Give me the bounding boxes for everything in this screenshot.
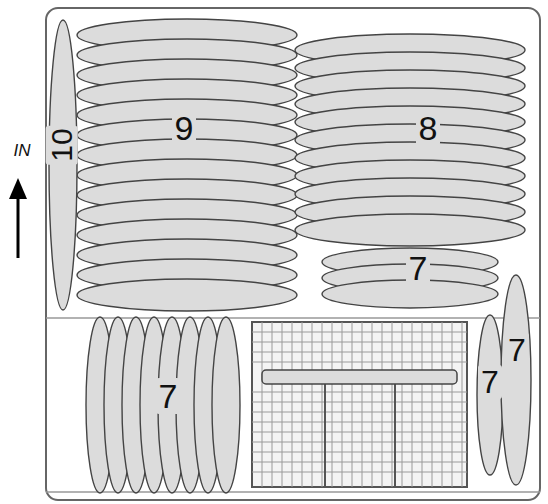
direction-label: IN (11, 141, 34, 160)
callout-number: 7 (505, 333, 529, 367)
callout-number: 7 (156, 378, 181, 414)
plate-stack-7-left (86, 317, 240, 493)
callout-number: 9 (172, 110, 197, 146)
plate-stack-9 (77, 19, 297, 311)
callout-position: 10 (46, 125, 78, 164)
callout-position: 8 (416, 110, 441, 146)
callout-position: 7 (505, 333, 529, 367)
callout-position: 7 (478, 365, 502, 399)
plate-stack-7-top (322, 248, 498, 308)
plate (295, 214, 525, 246)
arrow-head (9, 178, 27, 199)
arrow-shaft (17, 196, 20, 258)
callout-position: 7 (156, 378, 181, 414)
callout-position: 7 (406, 250, 431, 286)
basket-divider (324, 384, 326, 487)
callout-position: IN (11, 141, 34, 160)
plate (501, 275, 531, 485)
direction-arrow (9, 178, 27, 258)
plate (77, 279, 297, 311)
rack (46, 8, 540, 500)
basket-divider (394, 384, 396, 487)
callout-number: 7 (406, 250, 431, 286)
plate-stack-8 (295, 34, 525, 246)
basket-frame (252, 322, 467, 487)
rack-frame (46, 8, 540, 500)
plate (212, 317, 240, 493)
basket-grid (252, 332, 467, 472)
plate (477, 315, 503, 475)
callout-number: 8 (416, 110, 441, 146)
callout-position: 9 (172, 110, 197, 146)
callout-number: 10 (46, 125, 78, 164)
cutlery-basket (252, 322, 467, 487)
callout-number: 7 (478, 365, 502, 399)
plate-10 (49, 20, 77, 310)
basket-handle (262, 370, 457, 384)
